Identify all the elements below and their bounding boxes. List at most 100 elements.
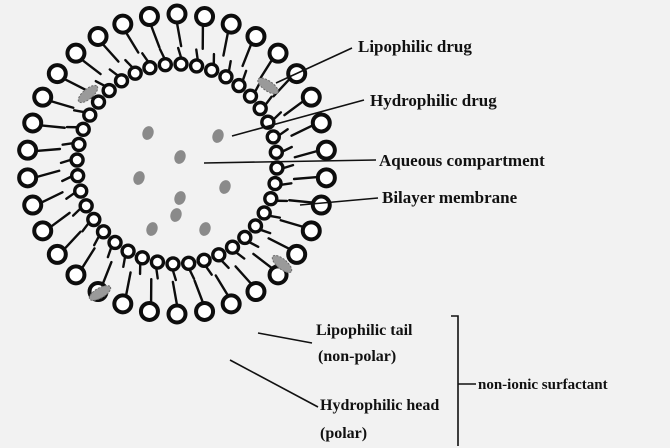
inner-head [254,103,266,115]
inner-head [233,80,245,92]
label-non-ionic-surfactant: non-ionic surfactant [478,377,608,393]
outer-tail [281,220,303,227]
inner-head [220,71,232,83]
outer-tail [82,248,94,268]
bilayer-membrane [19,6,335,323]
outer-tail [295,151,318,157]
inner-head [226,241,238,253]
inner-head [271,162,283,174]
outer-head [223,295,240,312]
label-aqueous-compartment: Aqueous compartment [379,151,545,170]
outer-head [141,303,158,320]
outer-tail [151,25,159,47]
inner-head [136,252,148,264]
inner-head [129,67,141,79]
outer-tail [37,149,60,151]
outer-head [169,306,186,323]
outer-tail [259,60,271,80]
outer-tail [216,275,228,295]
hydrophilic-drug-particle [217,179,232,196]
outer-head [67,45,84,62]
outer-head [90,28,107,45]
label-lipophilic-drug: Lipophilic drug [358,37,472,56]
outer-head [313,197,330,214]
hydrophilic-drug-particle [131,170,146,187]
inner-head [249,220,261,232]
label-lipophilic-tail: Lipophilic tail [316,322,413,339]
inner-head [73,138,85,150]
pointer-hydrophilic-head [230,360,318,407]
pointer-aqueous-compartment [204,160,376,163]
inner-head [84,109,96,121]
outer-head [303,222,320,239]
label-lipophilic-tail-sub: (non-polar) [318,348,396,365]
inner-head [71,154,83,166]
outer-tail [289,200,312,202]
outer-tail [82,60,101,74]
outer-head [288,246,305,263]
outer-head [34,89,51,106]
inner-head [191,60,203,72]
outer-tail [51,213,70,227]
outer-head [49,246,66,263]
outer-head [303,89,320,106]
outer-head [318,169,335,186]
inner-head [167,258,179,270]
outer-tail [195,281,203,303]
outer-tail [37,171,60,177]
outer-tail [126,33,138,53]
surfactant-bracket [451,316,458,446]
inner-head [109,236,121,248]
inner-head [239,231,251,243]
outer-head [34,222,51,239]
outer-head [169,6,186,23]
outer-tail [41,192,62,202]
inner-head [98,226,110,238]
hydrophilic-drug-particle [197,221,212,238]
outer-tail [223,33,227,56]
inner-head [258,207,270,219]
outer-head [196,8,213,25]
inner-head [77,123,89,135]
inner-head [244,90,256,102]
inner-head [270,146,282,158]
inner-head [206,64,218,76]
label-bilayer-membrane: Bilayer membrane [382,188,518,207]
inner-head [72,170,84,182]
outer-tail [41,125,64,127]
hydrophilic-drug-particle [144,221,159,238]
inner-head [93,96,105,108]
hydrophilic-drug-particle [172,149,187,166]
hydrophilic-drug-particle [168,207,183,224]
outer-tail [294,177,317,179]
outer-tail [126,272,130,295]
outer-head [141,8,158,25]
label-hydrophilic-head: Hydrophilic head [320,397,439,414]
inner-head [80,200,92,212]
inner-head [151,256,163,268]
outer-tail [51,101,73,108]
outer-head [313,114,330,131]
inner-head [88,213,100,225]
outer-head [114,16,131,33]
outer-tail [236,266,252,283]
inner-head [116,75,128,87]
outer-tail [103,44,119,61]
outer-head [247,283,264,300]
outer-head [247,28,264,45]
inner-head [267,131,279,143]
outer-head [270,45,287,62]
inner-head [159,59,171,71]
outer-head [223,16,240,33]
inner-head [213,249,225,261]
inner-head [75,185,87,197]
inner-head [103,85,115,97]
label-hydrophilic-drug: Hydrophilic drug [370,91,497,110]
inner-head [265,193,277,205]
outer-head [114,295,131,312]
inner-head [122,245,134,257]
hydrophilic-drug-particle [140,125,155,142]
outer-tail [253,254,272,268]
outer-head [19,142,36,159]
